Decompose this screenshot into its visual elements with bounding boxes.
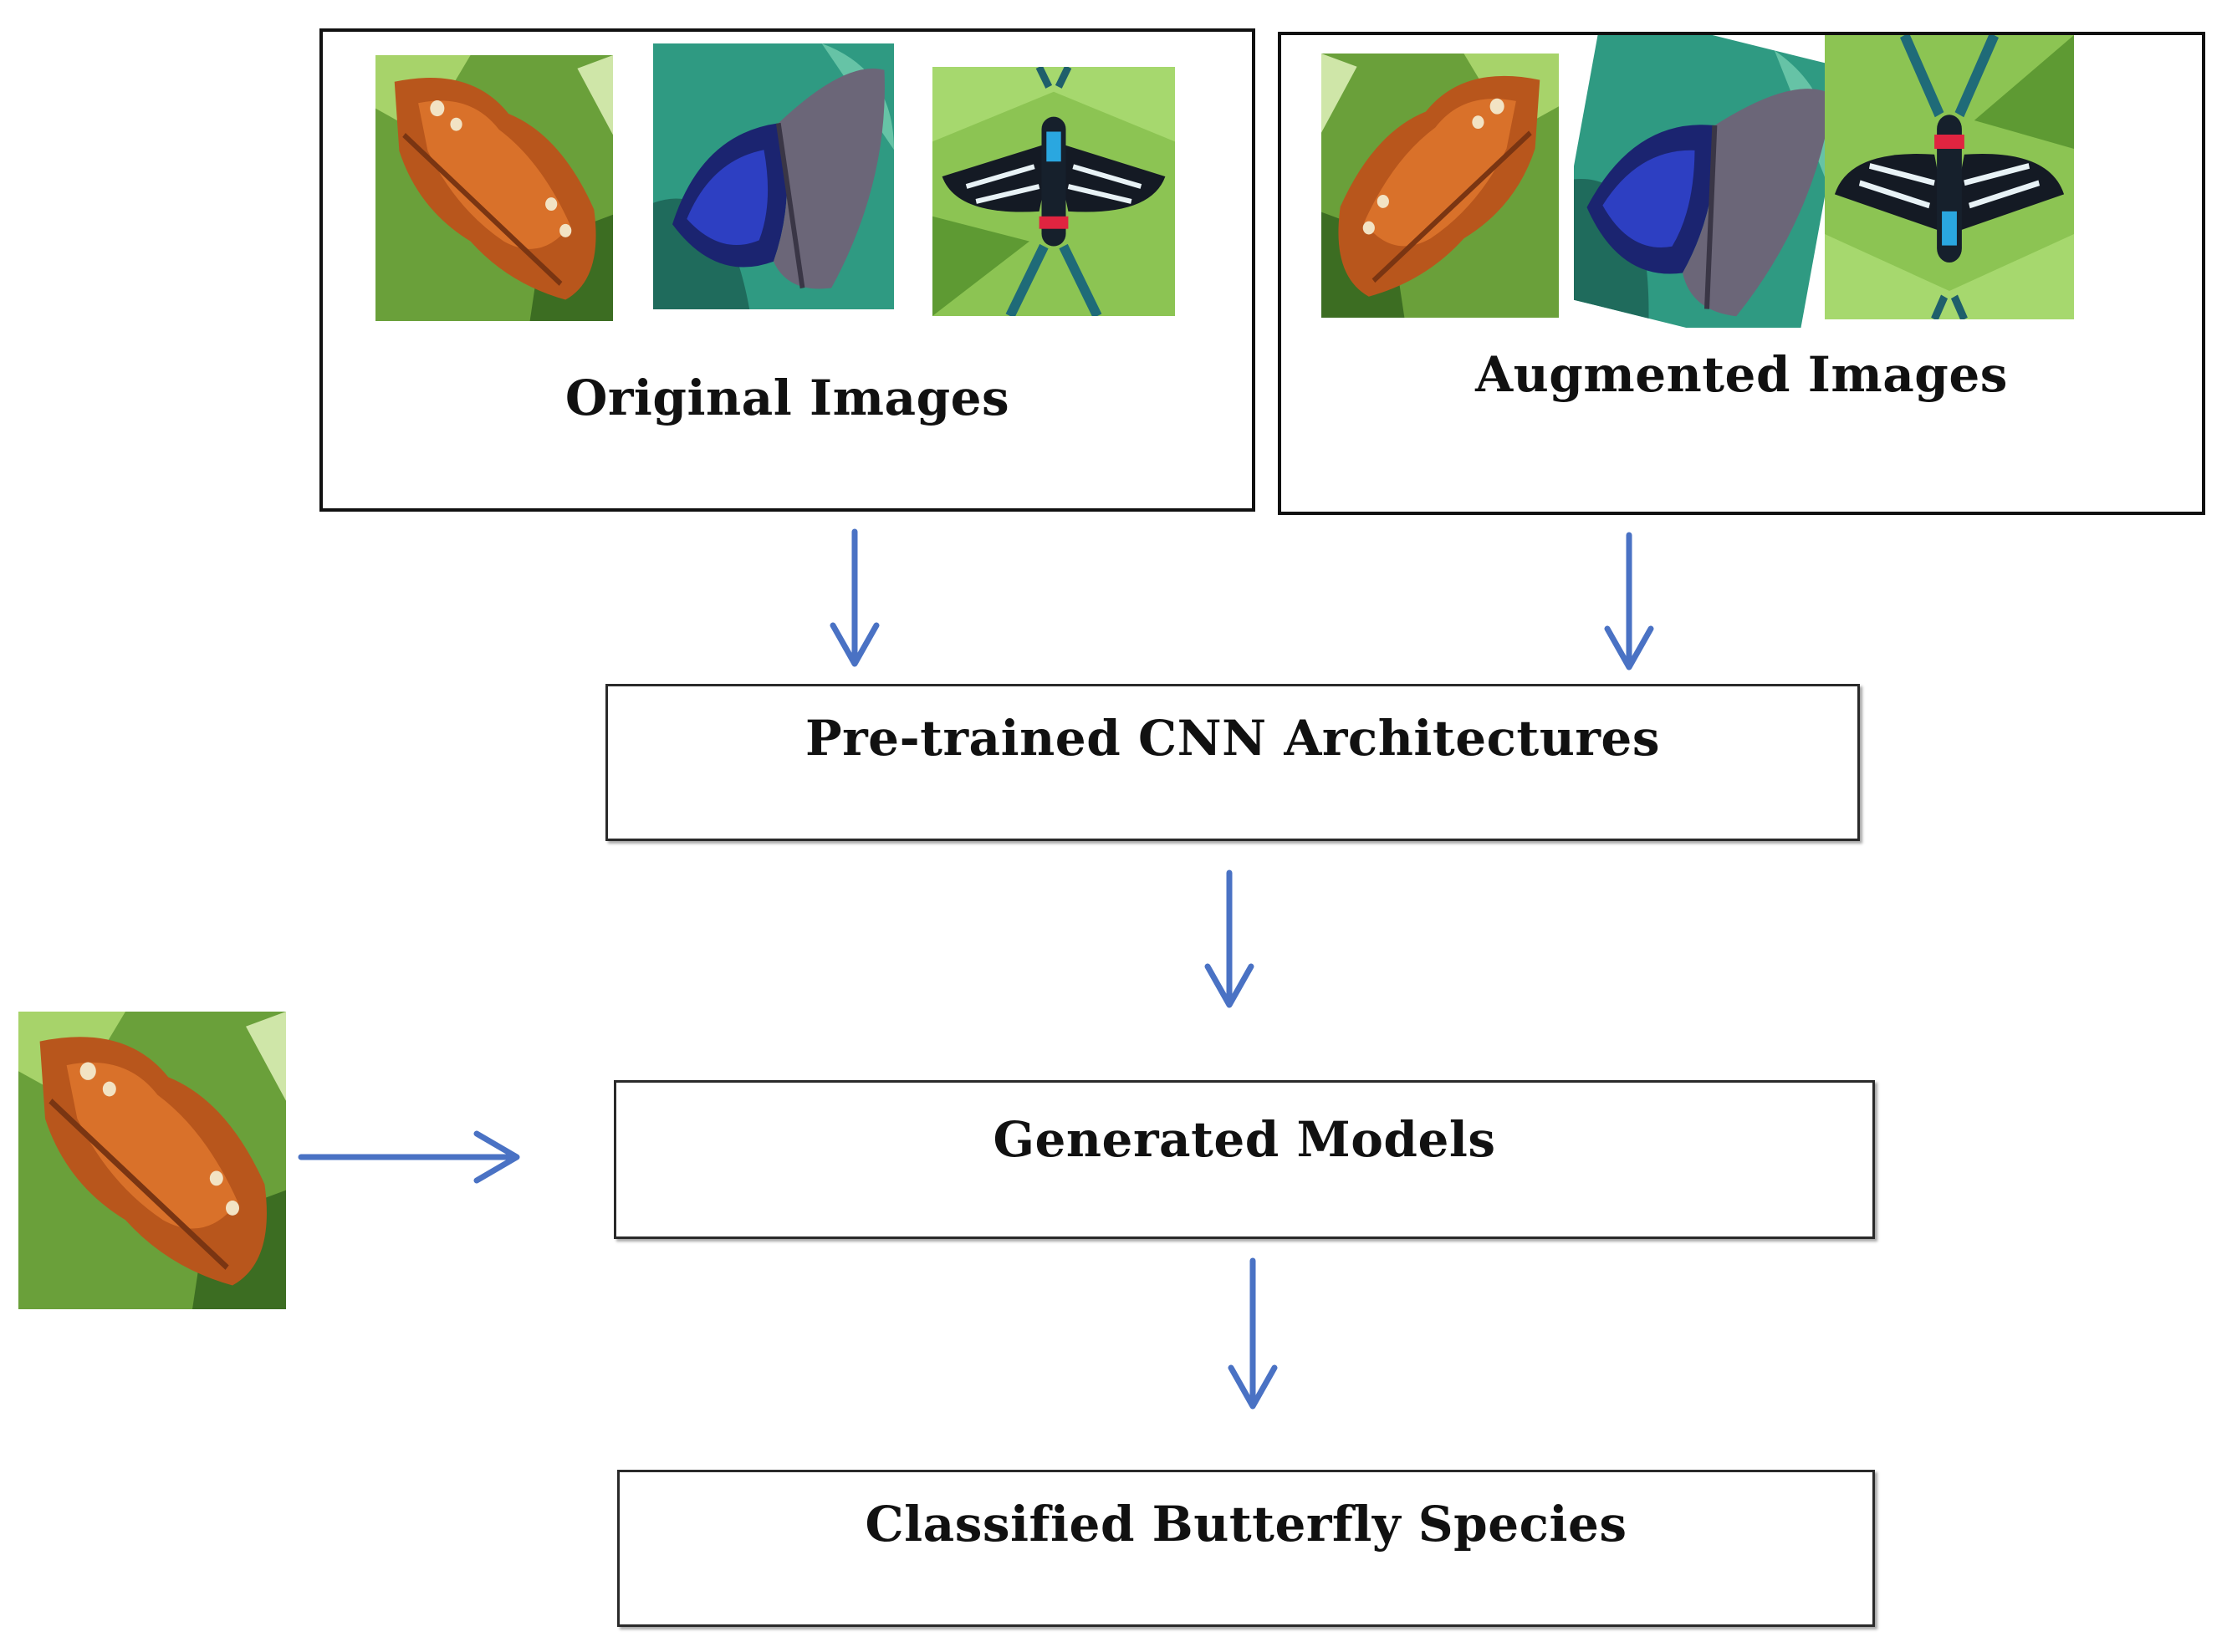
arrow-original-to-cnn	[830, 528, 880, 667]
pretrained-cnn-label: Pre-trained CNN Architectures	[805, 710, 1660, 767]
classified-species-label: Classified Butterfly Species	[865, 1496, 1627, 1553]
arrow-models-to-species	[1228, 1257, 1278, 1410]
generated-models-label: Generated Models	[993, 1111, 1496, 1168]
augmented-images-label: Augmented Images	[1475, 346, 2008, 403]
generated-models-box: Generated Models	[614, 1080, 1875, 1239]
arrow-cnn-to-models	[1204, 869, 1254, 1008]
classified-species-box: Classified Butterfly Species	[617, 1470, 1875, 1627]
augmented-images-box: Augmented Images	[1278, 32, 2205, 515]
original-images-box: Original Images	[319, 28, 1255, 512]
arrow-augmented-to-cnn	[1604, 532, 1654, 670]
arrow-input-to-models	[298, 1130, 520, 1184]
original-images-label: Original Images	[564, 370, 1010, 426]
pretrained-cnn-box: Pre-trained CNN Architectures	[605, 684, 1860, 841]
